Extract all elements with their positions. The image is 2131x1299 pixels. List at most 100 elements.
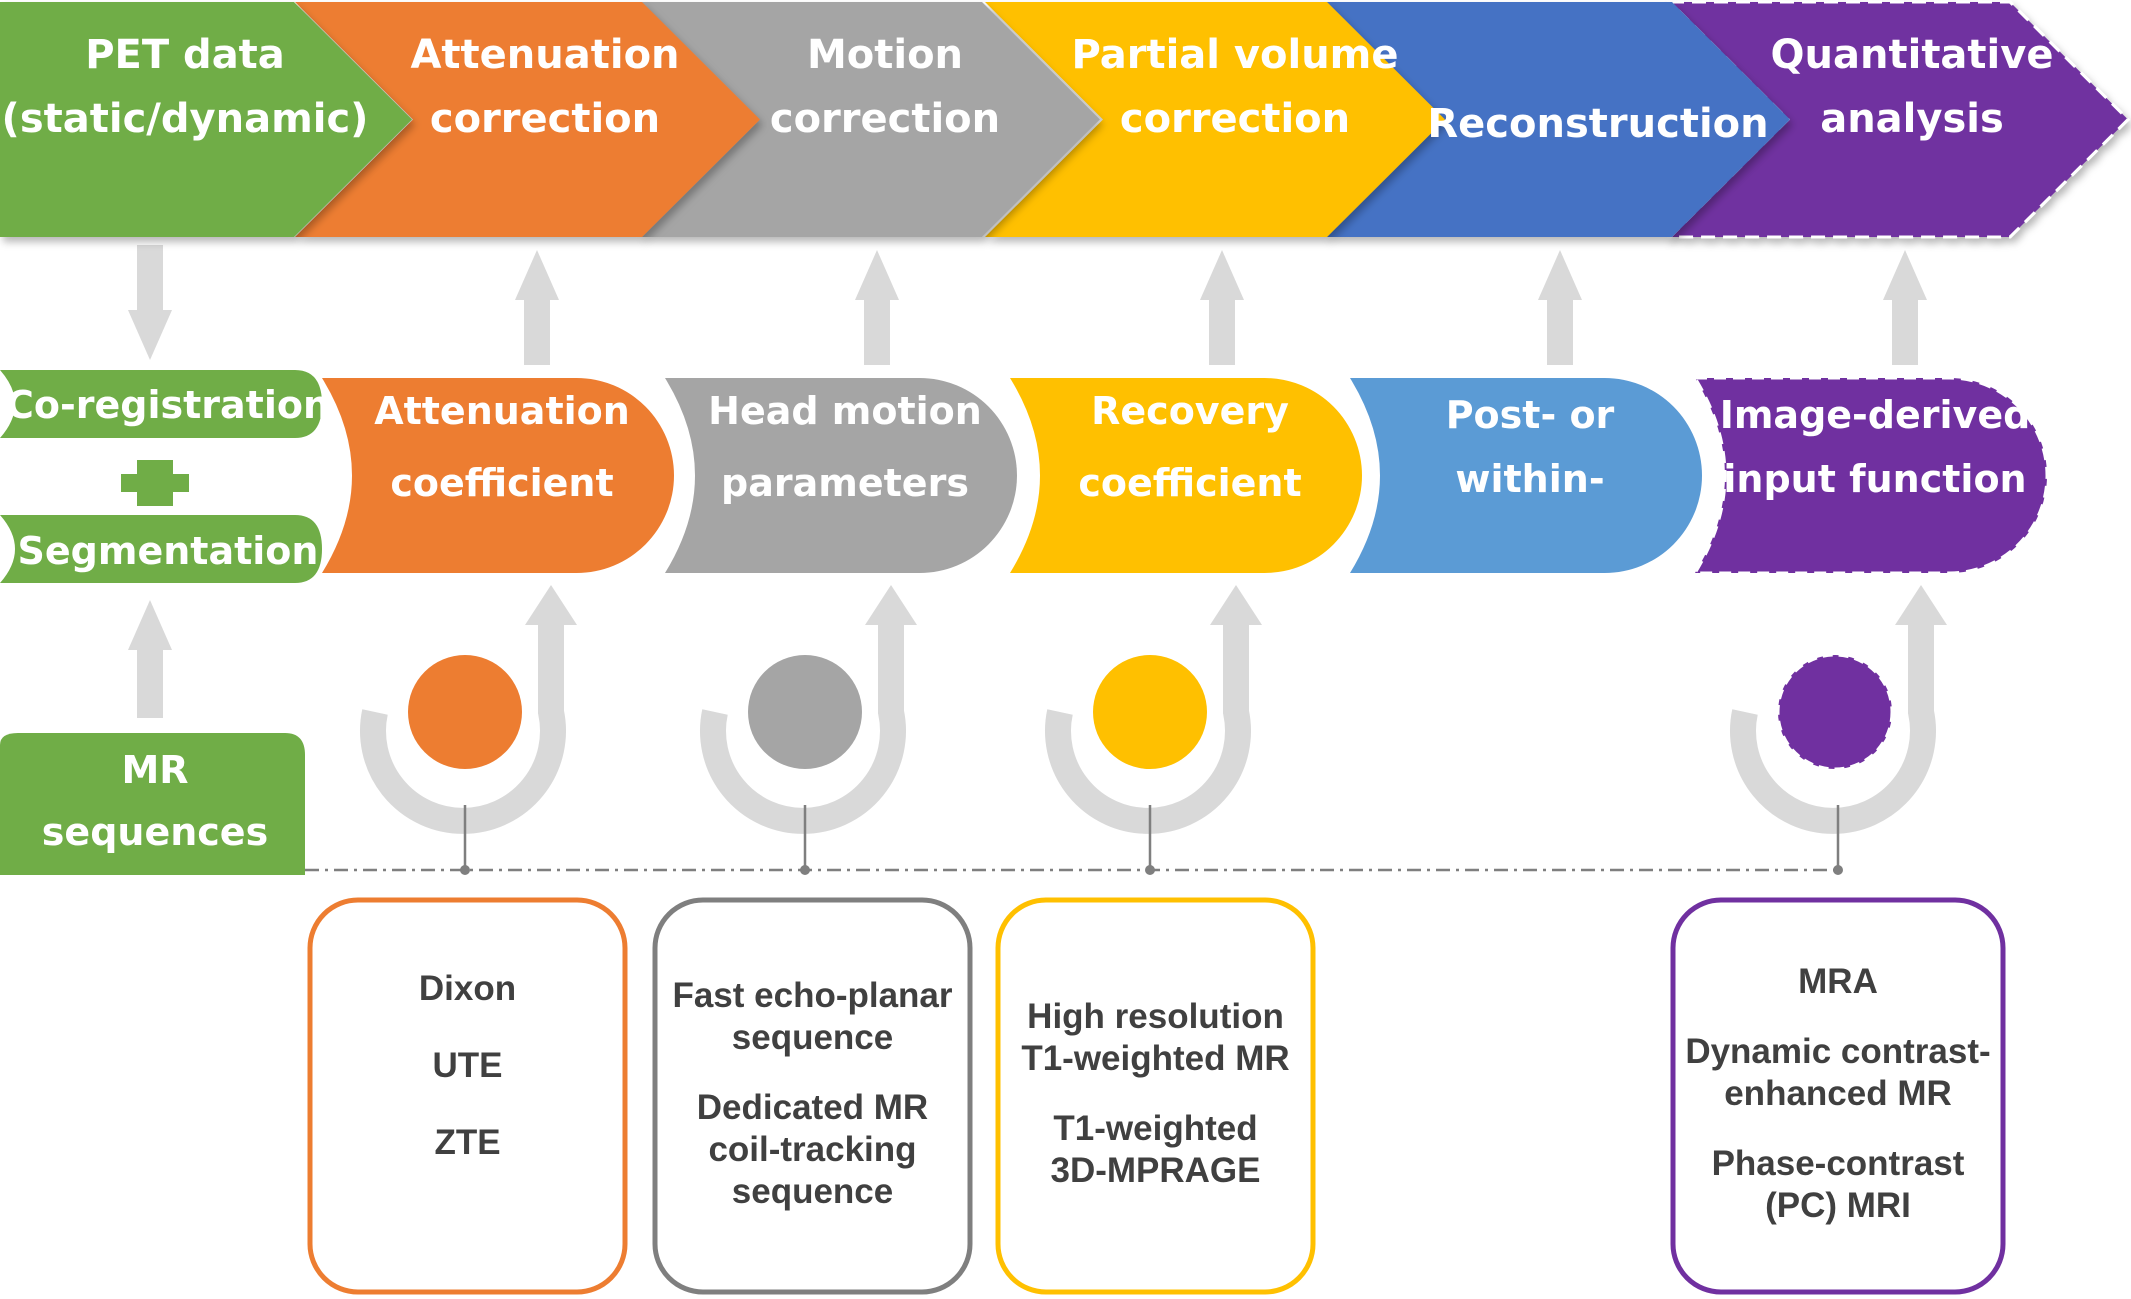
parameter-tab-label-4-line: within- (1455, 457, 1604, 501)
hook-arrowhead (525, 585, 577, 625)
sequence-item-line: T1-weighted (1053, 1109, 1257, 1148)
sequence-item-line: (PC) MRI (1765, 1186, 1911, 1225)
hook-circle (748, 655, 862, 769)
parameter-tab-label-3-line: Recovery (1091, 389, 1289, 433)
parameter-tab-label-1: Attenuation coefficient (374, 389, 630, 505)
parameter-tab-label-4: Post- or within- (1446, 393, 1615, 501)
down-arrow-pet-to-coregistration (128, 245, 172, 360)
connector-dot (1833, 865, 1843, 875)
parameter-tab-label-2: Head motion parameters (708, 389, 982, 505)
sequence-box-4 (1670, 897, 2006, 1295)
hook-arrowhead (1895, 585, 1947, 625)
mr-sequences-box (0, 733, 305, 875)
pipeline-label-6-line: Quantitative (1771, 32, 2054, 78)
segmentation-label: Segmentation (18, 529, 319, 573)
segmentation-tab (0, 515, 322, 583)
parameter-tab-4 (1350, 378, 1703, 573)
connector-dot (460, 865, 470, 875)
hook-circle (1093, 655, 1207, 769)
sequence-box-1 (307, 897, 628, 1295)
sequence-item-line: sequence (732, 1172, 893, 1211)
hook-indicators (360, 585, 1947, 834)
parameter-tab-5 (1692, 376, 2049, 575)
sequence-item-line: 3D-MPRAGE (1050, 1151, 1260, 1190)
pipeline-label-2: Attenuation correction (410, 32, 679, 142)
sequence-item: UTE (433, 1046, 503, 1085)
sequence-item-line: Phase-contrast (1712, 1144, 1965, 1183)
mr-sequences-line: MR (121, 748, 188, 792)
hook-circle (408, 655, 522, 769)
sequence-item-line: sequence (732, 1018, 893, 1057)
sequence-item-line: Dedicated MR (697, 1088, 928, 1127)
sequence-item-line: High resolution (1027, 997, 1284, 1036)
hook-arrowhead (1210, 585, 1262, 625)
pipeline-step-4 (985, 2, 1445, 237)
parameter-tab-label-3: Recovery coefficient (1078, 389, 1301, 505)
parameter-tab-label-2-line: parameters (721, 461, 969, 505)
parameter-tab-label-1-line: coefficient (390, 461, 613, 505)
middle-parameter-tabs: Attenuation coefficient Head motion paramet… (322, 376, 2049, 575)
pipeline-label-6: Quantitative analysis (1771, 32, 2054, 142)
hook-curve (1045, 610, 1251, 834)
parameter-tab-label-2-line: Head motion (708, 389, 982, 433)
parameter-tab-3 (1010, 378, 1363, 573)
sequence-item-line: MRA (1798, 962, 1878, 1001)
sequence-item-line: Fast echo-planar (672, 976, 952, 1015)
pipeline-bar: PET data (static/dynamic) Attenuation corre… (0, 0, 2131, 239)
pipeline-label-3-line: Motion (807, 32, 963, 78)
pipeline-step-5 (1325, 2, 1790, 237)
plus-icon (121, 460, 189, 506)
pipeline-step-3 (640, 2, 1100, 237)
coregistration-label: Co-registration (6, 383, 330, 427)
parameter-tab-label-5-line: Image-derived (1720, 393, 2031, 437)
sequence-item-line: Dixon (419, 969, 516, 1008)
parameter-tab-1 (322, 378, 674, 573)
pipeline-label-4-line: Partial volume (1072, 32, 1399, 78)
up-arrow-mr-to-segmentation (128, 600, 172, 718)
up-arrow-tab-2 (855, 250, 899, 365)
sequence-item-line: UTE (433, 1046, 503, 1085)
sequence-item: Dixon (419, 969, 516, 1008)
hook-curve (360, 610, 566, 834)
sequence-item-line: enhanced MR (1724, 1074, 1952, 1113)
sequence-item-line: ZTE (434, 1123, 500, 1162)
sequence-item-line: coil-tracking (708, 1130, 916, 1169)
pipeline-label-1-line: PET data (85, 32, 285, 78)
sequence-item: ZTE (434, 1123, 500, 1162)
up-arrow-tab-3 (1200, 250, 1244, 365)
up-arrow-tab-4 (1538, 250, 1582, 365)
connector-dot (800, 865, 810, 875)
pipeline-step-2 (295, 2, 760, 237)
sequence-box-3 (995, 897, 1316, 1295)
up-arrow-tab-1 (515, 250, 559, 365)
sequence-item: MRA (1798, 962, 1878, 1001)
up-arrow-tab-5 (1883, 250, 1927, 365)
parameter-tab-label-5-line: input function (1723, 457, 2026, 501)
pipeline-label-5-line: Reconstruction (1427, 101, 1768, 147)
pipeline-step-1 (0, 2, 412, 237)
hook-circle (1776, 653, 1894, 771)
vertical-arrows (128, 245, 1927, 718)
parameter-tab-label-5: Image-derived input function (1720, 393, 2031, 501)
pipeline-label-6-line: analysis (1820, 96, 2004, 142)
pipeline-label-1-line: (static/dynamic) (2, 96, 369, 142)
parameter-tab-label-4-line: Post- or (1446, 393, 1615, 437)
pipeline-label-2-line: Attenuation (410, 32, 679, 78)
hook-curve (700, 610, 906, 834)
coregistration-tab (0, 370, 322, 438)
pipeline-label-2-line: correction (430, 96, 660, 142)
parameter-tab-label-3-line: coefficient (1078, 461, 1301, 505)
hook-arrowhead (865, 585, 917, 625)
pipeline-label-1: PET data (static/dynamic) (2, 32, 369, 142)
sequence-item: Phase-contrast(PC) MRI (1712, 1144, 1965, 1225)
parameter-tab-label-1-line: Attenuation (374, 389, 630, 433)
